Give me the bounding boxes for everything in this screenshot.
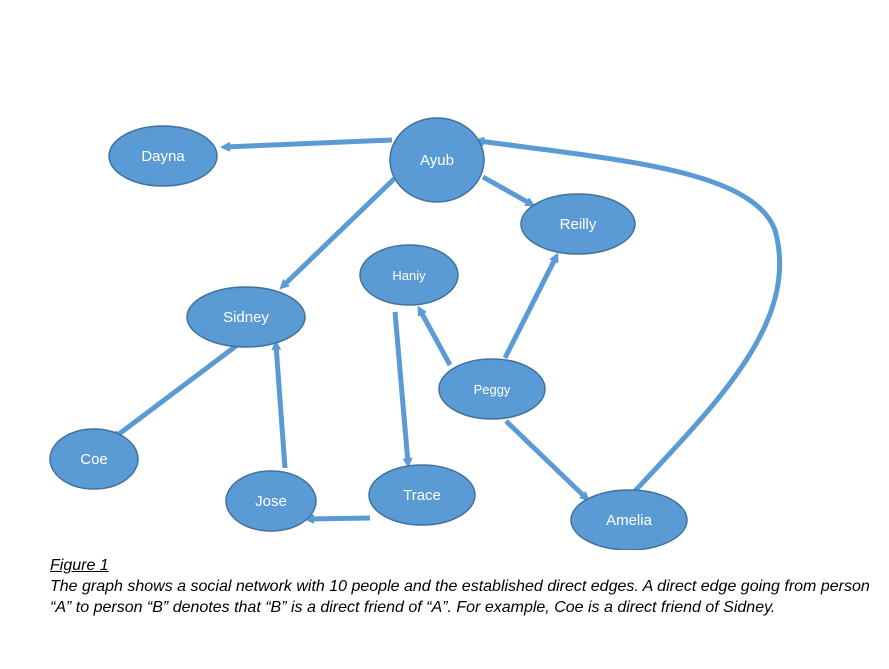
node-trace: Trace xyxy=(368,464,476,526)
node-shape-peggy xyxy=(438,358,546,420)
node-dayna: Dayna xyxy=(108,125,218,187)
caption-text: The graph shows a social network with 10… xyxy=(50,578,870,616)
node-shape-coe xyxy=(49,428,139,490)
node-amelia: Amelia xyxy=(570,489,688,550)
edge-peggy-haniy xyxy=(417,305,453,367)
edge-amelia-ayub xyxy=(474,136,783,494)
edge-ayub-dayna xyxy=(220,137,393,152)
node-shape-jose xyxy=(225,470,317,532)
node-label-peggy: Peggy xyxy=(474,382,511,397)
node-label-haniy: Haniy xyxy=(392,268,426,283)
node-coe: Coe xyxy=(49,428,139,490)
node-shape-haniy xyxy=(359,244,459,306)
node-label-ayub: Ayub xyxy=(420,152,454,169)
node-label-trace: Trace xyxy=(403,487,441,504)
node-shape-trace xyxy=(368,464,476,526)
node-peggy: Peggy xyxy=(438,358,546,420)
node-shape-reilly xyxy=(520,193,636,255)
node-label-jose: Jose xyxy=(255,493,287,510)
node-label-reilly: Reilly xyxy=(560,216,597,233)
edge-ayub-reilly xyxy=(481,174,536,207)
edge-sidney-coe xyxy=(111,344,238,441)
edges-layer xyxy=(111,136,783,524)
node-sidney: Sidney xyxy=(186,286,306,348)
node-label-dayna: Dayna xyxy=(141,148,185,165)
edge-peggy-amelia xyxy=(504,419,590,502)
node-shape-sidney xyxy=(186,286,306,348)
node-label-amelia: Amelia xyxy=(606,512,653,529)
node-label-sidney: Sidney xyxy=(223,309,269,326)
node-label-coe: Coe xyxy=(80,451,108,468)
edge-jose-sidney xyxy=(271,340,288,469)
node-shape-amelia xyxy=(570,489,688,550)
node-jose: Jose xyxy=(225,470,317,532)
caption-title: Figure 1 xyxy=(50,557,109,574)
edge-ayub-sidney xyxy=(279,176,397,290)
node-shape-ayub xyxy=(389,117,485,203)
node-haniy: Haniy xyxy=(359,244,459,306)
node-ayub: Ayub xyxy=(389,117,485,203)
edge-trace-jose xyxy=(304,513,371,524)
node-shape-dayna xyxy=(108,125,218,187)
edge-peggy-reilly xyxy=(502,252,559,360)
node-reilly: Reilly xyxy=(520,193,636,255)
figure-caption: Figure 1 The graph shows a social networ… xyxy=(50,555,880,618)
edge-haniy-trace xyxy=(392,311,413,468)
